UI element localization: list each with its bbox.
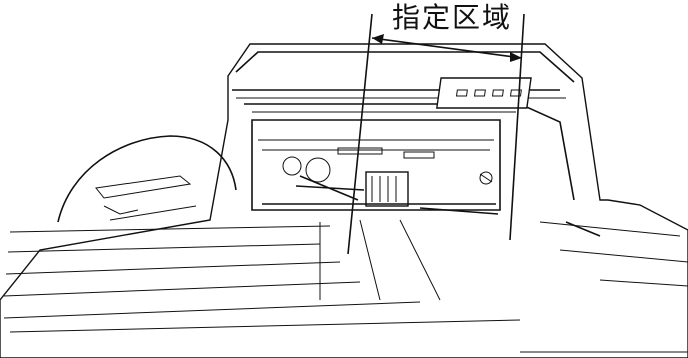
control-panel [436, 77, 532, 109]
designated-area-arrow [347, 13, 525, 255]
print-mechanism [251, 119, 501, 215]
printer-body [0, 43, 688, 358]
paper-tray [3, 219, 688, 353]
designated-area-label: 指定区域 [392, 1, 513, 34]
detail-magnifier [57, 135, 237, 223]
